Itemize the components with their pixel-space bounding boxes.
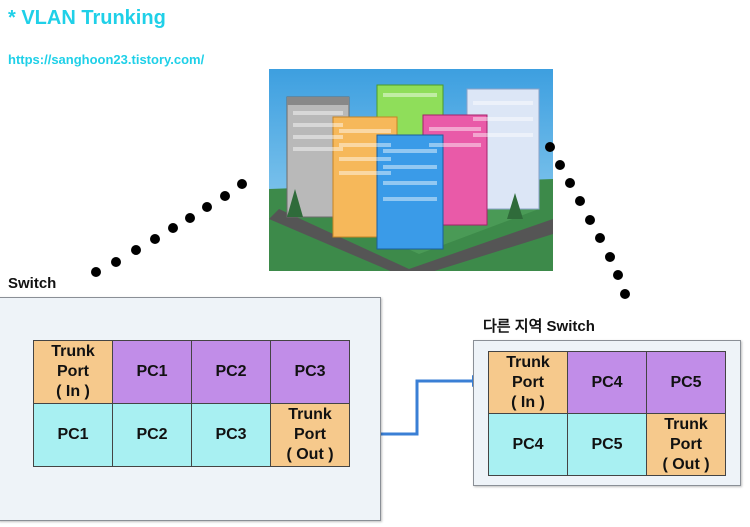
city-buildings-illustration xyxy=(269,69,553,271)
pc3-port: PC3 xyxy=(270,340,350,404)
pc4-port: PC4 xyxy=(567,351,647,414)
remote-switch-port-grid: Trunk Port ( In ) PC4 PC5 PC4 PC5 Trunk … xyxy=(488,351,726,476)
page-title: * VLAN Trunking xyxy=(8,7,166,29)
pc5-port: PC5 xyxy=(646,351,726,414)
switch-panel: Trunk Port ( In ) PC1 PC2 PC3 PC1 PC2 PC… xyxy=(0,297,381,521)
remote-switch-label: 다른 지역 Switch xyxy=(483,318,595,335)
pc2-port: PC2 xyxy=(191,340,271,404)
pc5-port: PC5 xyxy=(567,413,647,476)
trunk-port-out: Trunk Port ( Out ) xyxy=(646,413,726,476)
pc2-port: PC2 xyxy=(112,403,192,467)
trunk-port-out: Trunk Port ( Out ) xyxy=(270,403,350,467)
pc1-port: PC1 xyxy=(33,403,113,467)
trunk-port-in: Trunk Port ( In ) xyxy=(33,340,113,404)
switch-port-grid: Trunk Port ( In ) PC1 PC2 PC3 PC1 PC2 PC… xyxy=(33,340,350,467)
trunk-link-arrow xyxy=(352,379,476,436)
switch-label: Switch xyxy=(8,275,57,292)
pc3-port: PC3 xyxy=(191,403,271,467)
remote-switch-panel: Trunk Port ( In ) PC4 PC5 PC4 PC5 Trunk … xyxy=(473,340,741,486)
pc1-port: PC1 xyxy=(112,340,192,404)
pc4-port: PC4 xyxy=(488,413,568,476)
trunk-port-in: Trunk Port ( In ) xyxy=(488,351,568,414)
blog-url[interactable]: https://sanghoon23.tistory.com/ xyxy=(8,52,205,67)
